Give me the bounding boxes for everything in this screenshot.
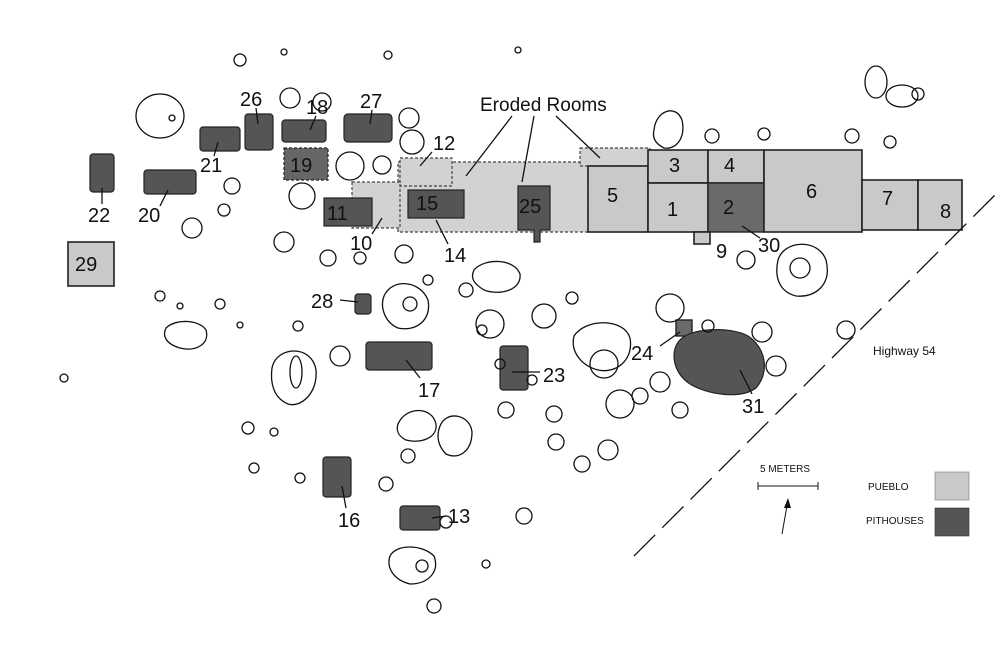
- room-label-9: 9: [716, 241, 727, 263]
- pueblo-roomblock: [67, 147, 963, 287]
- legend-pithouses-label: PITHOUSES: [866, 516, 924, 527]
- eroded-rooms-label: Eroded Rooms: [480, 95, 607, 116]
- pithouse-16: [322, 456, 352, 498]
- room-2: [707, 182, 765, 233]
- room-label-4: 4: [724, 155, 735, 177]
- room-label-24: 24: [631, 343, 653, 365]
- pithouse-19: [283, 147, 329, 181]
- scale-bar: 5 METERS: [757, 464, 819, 490]
- room-label-21: 21: [200, 155, 222, 177]
- room-label-30: 30: [758, 235, 780, 257]
- room-label-27: 27: [360, 91, 382, 113]
- room-label-28: 28: [311, 291, 333, 313]
- room-label-1: 1: [667, 199, 678, 221]
- highway: Highway 54: [633, 189, 1000, 557]
- pithouse-15: [407, 189, 465, 219]
- pithouse-23: [499, 345, 529, 391]
- pithouse-27: [343, 113, 393, 143]
- scale-label: 5 METERS: [760, 464, 810, 475]
- pithouse-21: [199, 126, 241, 152]
- room-label-23: 23: [543, 365, 565, 387]
- legend-pueblo-label: PUEBLO: [868, 482, 909, 493]
- room-label-7: 7: [882, 188, 893, 210]
- room-3: [647, 149, 709, 184]
- highway-line: [633, 189, 1000, 557]
- highway-label: Highway 54: [873, 344, 936, 358]
- pithouse-17: [365, 341, 433, 371]
- pithouse-20: [143, 169, 197, 195]
- room-label-19: 19: [290, 155, 312, 177]
- north-arrow-icon: [781, 498, 791, 535]
- pithouse-13: [399, 505, 441, 531]
- pithouse-31: [673, 329, 765, 396]
- room-8: [917, 179, 963, 231]
- room-29: [67, 241, 115, 287]
- pithouse-26: [244, 113, 274, 151]
- legend: PUEBLO PITHOUSES: [866, 471, 970, 537]
- room-label-12: 12: [433, 133, 455, 155]
- room-12-outline: [399, 157, 453, 187]
- room-label-3: 3: [669, 155, 680, 177]
- pithouse-28: [354, 293, 372, 315]
- pithouse-25: [517, 185, 551, 243]
- room-label-25: 25: [519, 196, 541, 218]
- pithouses: [89, 113, 765, 531]
- room-label-26: 26: [240, 89, 262, 111]
- room-label-2: 2: [723, 197, 734, 219]
- room-4: [707, 149, 765, 184]
- room-label-29: 29: [75, 254, 97, 276]
- room-label-14: 14: [444, 245, 466, 267]
- room-label-18: 18: [306, 97, 328, 119]
- pithouse-11: [323, 197, 373, 227]
- pithouse-22: [89, 153, 115, 193]
- room-label-10: 10: [350, 233, 372, 255]
- room-labels: Eroded Rooms 1 2 3 4 5 6 7 8 9 10 11 12 …: [75, 89, 951, 532]
- legend-pueblo-swatch: [934, 471, 970, 501]
- room-label-8: 8: [940, 201, 951, 223]
- room-label-15: 15: [416, 193, 438, 215]
- room-label-6: 6: [806, 181, 817, 203]
- features: [59, 46, 925, 614]
- pithouse-18: [281, 119, 327, 143]
- room-label-20: 20: [138, 205, 160, 227]
- legend-pithouses-swatch: [934, 507, 970, 537]
- room-label-13: 13: [448, 506, 470, 528]
- room-9: [693, 231, 711, 245]
- room-label-22: 22: [88, 205, 110, 227]
- room-label-16: 16: [338, 510, 360, 532]
- room-label-5: 5: [607, 185, 618, 207]
- room-1: [647, 182, 709, 233]
- room-label-31: 31: [742, 396, 764, 418]
- room-label-11: 11: [327, 203, 348, 225]
- eroded-room-small: [579, 147, 651, 167]
- room-label-17: 17: [418, 380, 440, 402]
- room-5: [587, 165, 649, 233]
